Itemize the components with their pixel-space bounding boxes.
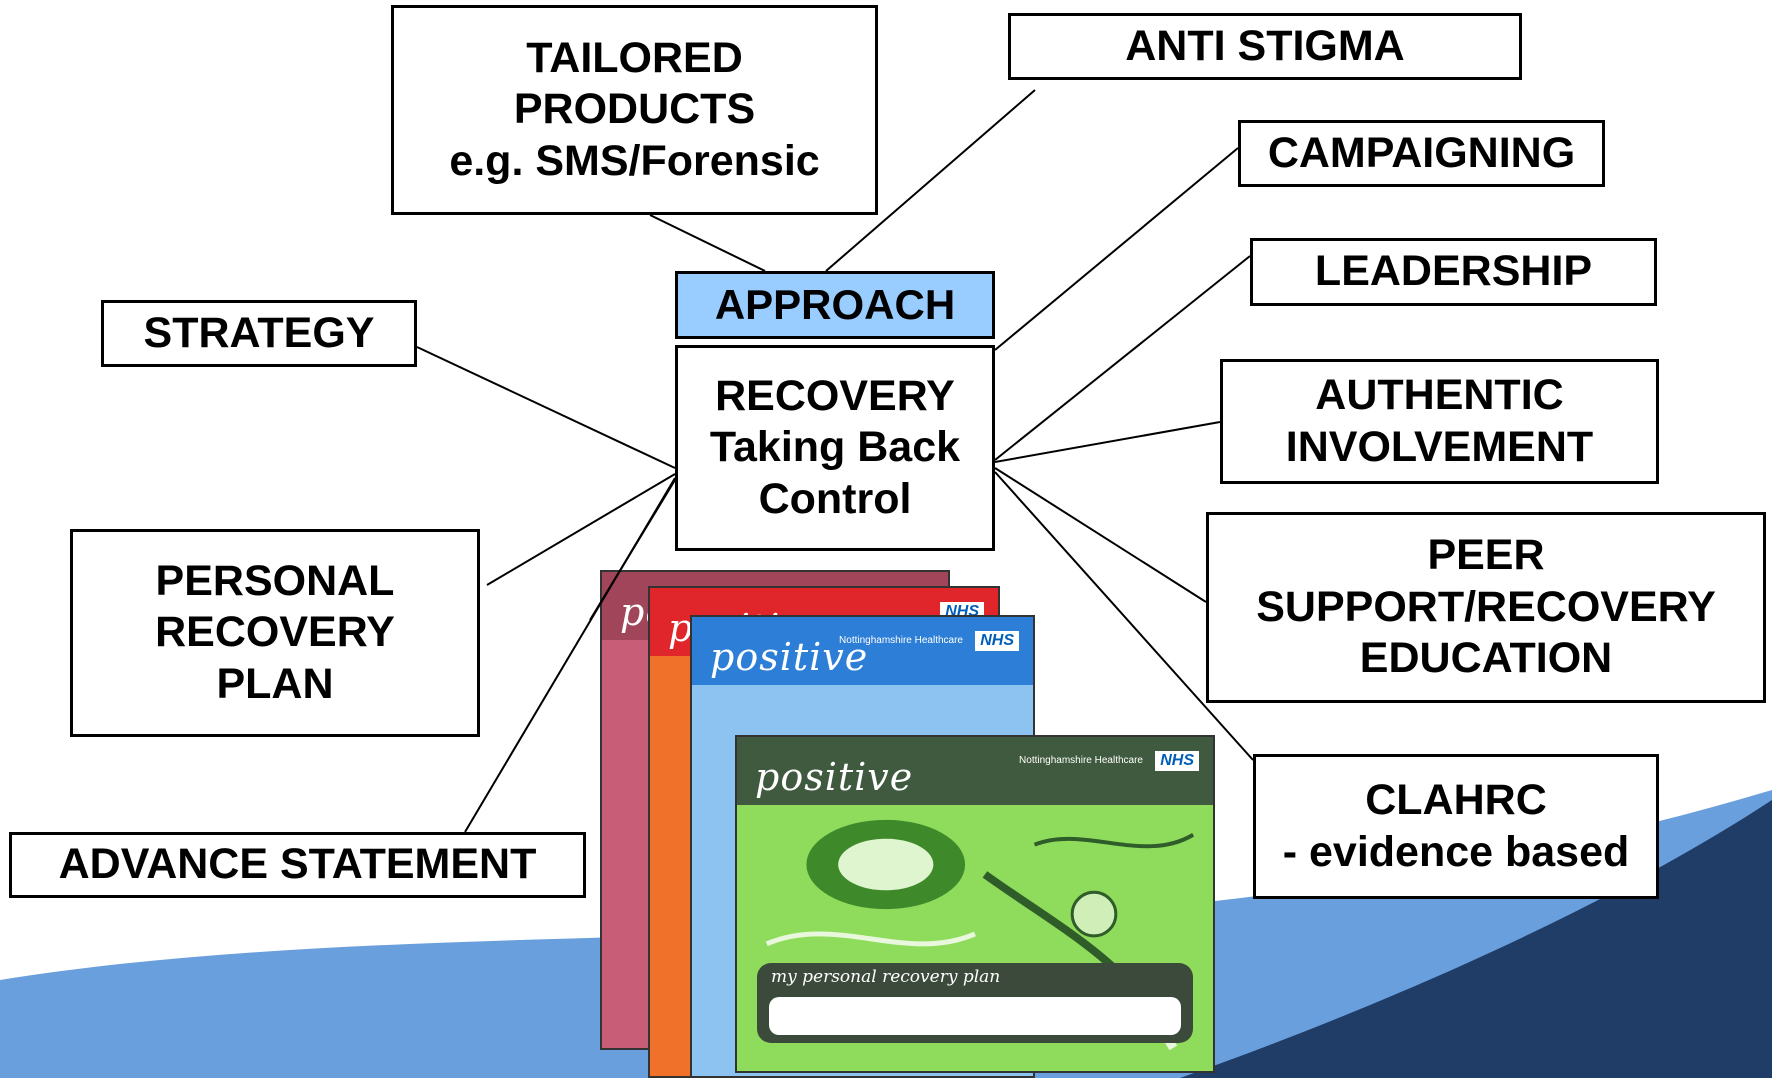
booklet-org: Nottinghamshire Healthcare bbox=[1019, 755, 1143, 766]
leadership-box: LEADERSHIP bbox=[1250, 238, 1657, 306]
campaigning-box: CAMPAIGNING bbox=[1238, 120, 1605, 187]
booklet-brand: positive bbox=[755, 755, 914, 799]
line-anti-stigma bbox=[825, 89, 1036, 272]
line-personal-plan bbox=[486, 473, 676, 586]
line-booklet bbox=[589, 479, 676, 621]
tailored-products-box: TAILORED PRODUCTS e.g. SMS/Forensic bbox=[391, 5, 878, 215]
advance-statement-box: ADVANCE STATEMENT bbox=[9, 832, 586, 898]
line-peer bbox=[994, 467, 1207, 603]
line-authentic bbox=[994, 421, 1221, 463]
wave-dark bbox=[1180, 800, 1772, 1078]
booklet-cover-green: positive NHS Nottinghamshire Healthcare … bbox=[735, 735, 1215, 1073]
recovery-box: RECOVERY Taking Back Control bbox=[675, 345, 995, 551]
nhs-logo: NHS bbox=[975, 631, 1019, 651]
booklet-title-plate: my personal recovery plan bbox=[757, 963, 1193, 1043]
clahrc-box: CLAHRC - evidence based bbox=[1253, 754, 1659, 899]
booklet-brand: positive bbox=[710, 635, 869, 679]
booklet-org: Nottinghamshire Healthcare bbox=[839, 635, 963, 646]
line-strategy bbox=[416, 346, 676, 469]
personal-recovery-plan-box: PERSONAL RECOVERY PLAN bbox=[70, 529, 480, 737]
strategy-box: STRATEGY bbox=[101, 300, 417, 367]
booklet-front-title: my personal recovery plan bbox=[771, 967, 1001, 987]
booklet-name-field bbox=[769, 997, 1181, 1035]
approach-label: APPROACH bbox=[675, 271, 995, 339]
line-leadership bbox=[994, 255, 1251, 461]
line-tailored bbox=[649, 214, 766, 272]
peer-support-box: PEER SUPPORT/RECOVERY EDUCATION bbox=[1206, 512, 1766, 703]
anti-stigma-box: ANTI STIGMA bbox=[1008, 13, 1522, 80]
line-clahrc bbox=[994, 471, 1254, 761]
nhs-logo: NHS bbox=[1155, 751, 1199, 771]
line-campaigning bbox=[994, 147, 1239, 351]
authentic-involvement-box: AUTHENTIC INVOLVEMENT bbox=[1220, 359, 1659, 484]
